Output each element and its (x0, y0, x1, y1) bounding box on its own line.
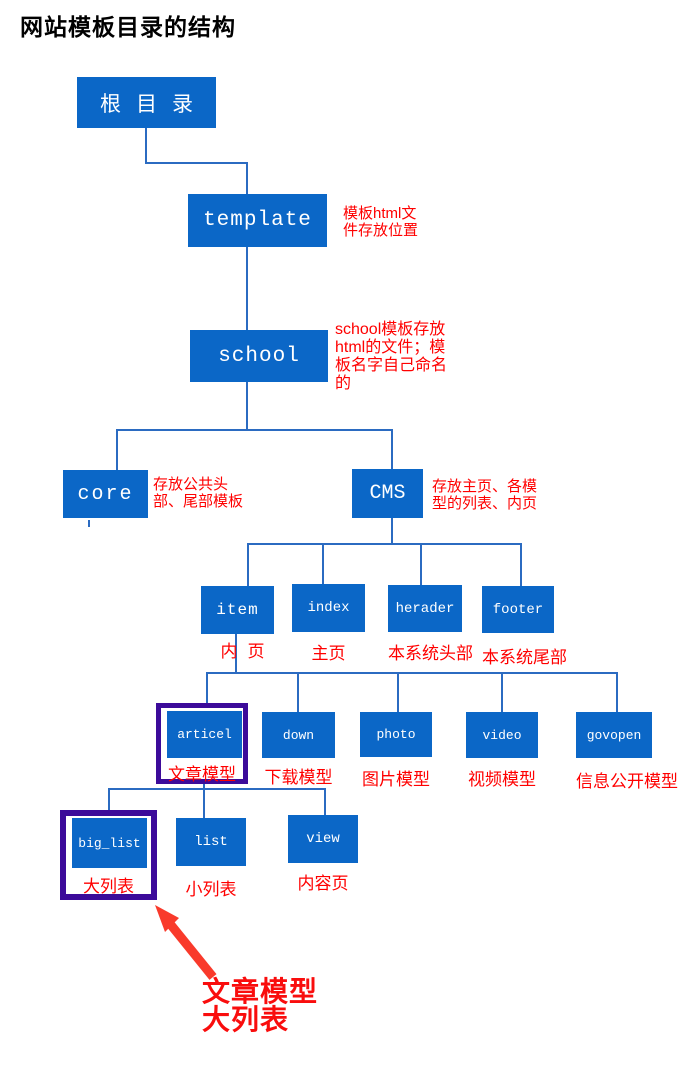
connector-line (108, 788, 326, 790)
node-down: down (262, 712, 335, 758)
node-template: template (188, 194, 327, 247)
connector-line (145, 162, 248, 164)
connector-line (116, 429, 118, 470)
node-school: school (190, 330, 328, 382)
connector-line (397, 672, 399, 712)
note-school: school模板存放 html的文件；模 板名字自己命名 的 (335, 321, 448, 392)
connector-line (520, 543, 522, 586)
node-herader: herader (388, 585, 462, 632)
page-title: 网站模板目录的结构 (20, 14, 236, 40)
connector-line (206, 672, 208, 703)
highlight-frame-articel (156, 703, 248, 784)
node-core: core (63, 470, 148, 518)
node-view: view (288, 815, 358, 863)
connector-line (246, 382, 248, 430)
connector-line (145, 128, 147, 164)
connector-line (297, 672, 299, 712)
connector-line (246, 247, 248, 330)
arrow-pointer-icon (155, 905, 217, 980)
connector-line (324, 788, 326, 815)
connector-line (203, 784, 205, 818)
connector-line (246, 162, 248, 195)
connector-line (206, 672, 618, 674)
highlight-frame-big-list (60, 810, 157, 900)
connector-line (88, 520, 90, 527)
caption-index: 主页 (311, 644, 346, 663)
caption-footer: 本系统尾部 (482, 648, 567, 667)
caption-govopen: 信息公开模型 (576, 772, 678, 791)
node-list: list (176, 818, 246, 866)
caption-item: 内页 (220, 642, 275, 661)
callout-text: 文章模型 大列表 (202, 976, 319, 1035)
connector-line (322, 543, 324, 584)
connector-line (501, 672, 503, 712)
node-root: 根目录 (77, 77, 216, 128)
node-big-list: big_list (72, 818, 147, 868)
connector-line (108, 788, 110, 810)
caption-herader: 本系统头部 (388, 644, 473, 663)
caption-down: 下载模型 (264, 768, 333, 787)
connector-line (247, 543, 249, 586)
caption-big-list: 大列表 (83, 877, 134, 896)
node-cms: CMS (352, 469, 423, 518)
node-photo: photo (360, 712, 432, 757)
connector-line (247, 543, 522, 545)
note-core: 存放公共头 部、尾部模板 (153, 476, 244, 510)
node-footer: footer (482, 586, 554, 633)
node-item: item (201, 586, 274, 634)
caption-photo: 图片模型 (362, 770, 430, 789)
note-cms: 存放主页、各模 型的列表、内页 (432, 478, 538, 512)
node-govopen: govopen (576, 712, 652, 758)
connector-line (616, 672, 618, 712)
node-video: video (466, 712, 538, 758)
note-template: 模板html文 件存放位置 (343, 205, 419, 239)
caption-articel: 文章模型 (168, 765, 236, 784)
node-articel: articel (167, 711, 242, 758)
connector-line (116, 429, 393, 431)
node-index: index (292, 584, 365, 632)
caption-view: 内容页 (297, 874, 349, 893)
caption-list: 小列表 (185, 880, 237, 899)
connector-line (391, 518, 393, 545)
connector-line (391, 429, 393, 469)
connector-line (235, 634, 237, 674)
connector-line (420, 543, 422, 585)
caption-video: 视频模型 (468, 770, 536, 789)
